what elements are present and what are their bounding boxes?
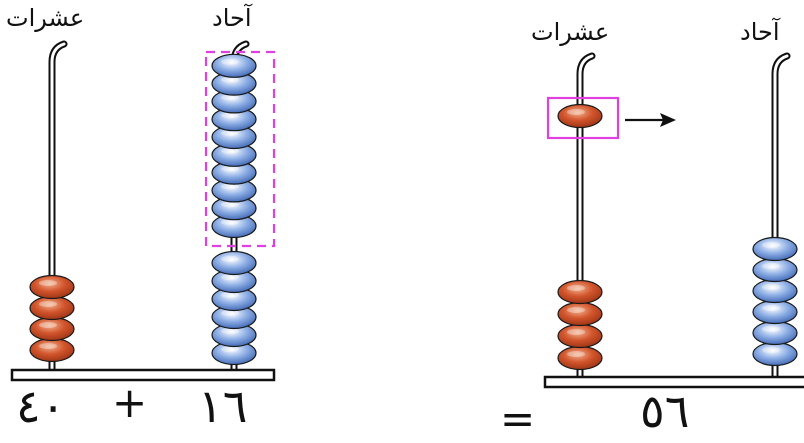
left-tens-bead — [29, 316, 75, 342]
tens-value: ٤٠ — [16, 379, 66, 433]
carry-arrowhead — [660, 113, 676, 127]
right-ones-bead — [752, 278, 798, 304]
grouped-ten-box — [204, 50, 276, 248]
left-base — [10, 368, 276, 382]
left-tens-bead — [29, 274, 75, 300]
plus-sign: + — [112, 378, 148, 427]
right-ones-label: آحاد — [740, 18, 780, 46]
right-tens-bead — [557, 345, 603, 371]
equals-sign: = — [500, 394, 536, 443]
right-ones-bead — [752, 236, 798, 262]
right-ones-bead — [752, 257, 798, 283]
left-tens-label: عشرات — [6, 4, 85, 32]
left-tens-bead — [29, 337, 75, 363]
right-ones-bead — [752, 320, 798, 346]
left-ones-grouped-bead — [211, 53, 257, 78]
left-ones-bead — [211, 250, 257, 276]
right-tens-bead — [557, 323, 603, 349]
right-base — [543, 375, 804, 389]
right-ones-bead — [752, 299, 798, 325]
carried-ten-box — [546, 96, 620, 140]
right-tens-carried-bead — [557, 103, 603, 129]
right-tens-bead — [557, 279, 603, 305]
left-tens-bead — [29, 295, 75, 321]
ones-value: ١٦ — [198, 379, 248, 433]
right-tens-bead — [557, 301, 603, 327]
left-ones-label: آحاد — [212, 4, 252, 32]
right-tens-label: عشرات — [531, 18, 610, 46]
result-value: ٥٦ — [640, 384, 690, 438]
right-ones-bead — [752, 341, 798, 367]
